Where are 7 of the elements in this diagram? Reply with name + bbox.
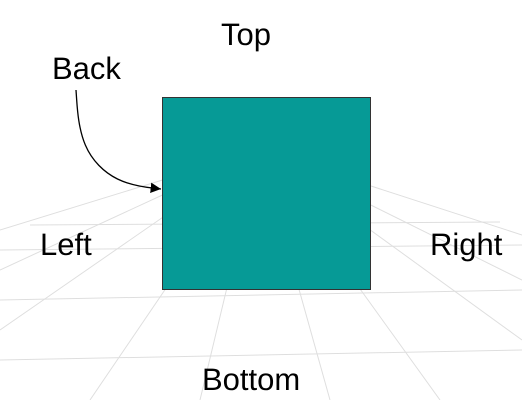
square — [162, 97, 371, 290]
side-label: Bottom — [202, 364, 300, 395]
text-label: Back — [52, 52, 132, 86]
curved-arrow — [75, 90, 162, 194]
side-label: Top — [221, 19, 271, 50]
side-label: Left — [40, 229, 92, 260]
side-label: Right — [430, 229, 502, 260]
